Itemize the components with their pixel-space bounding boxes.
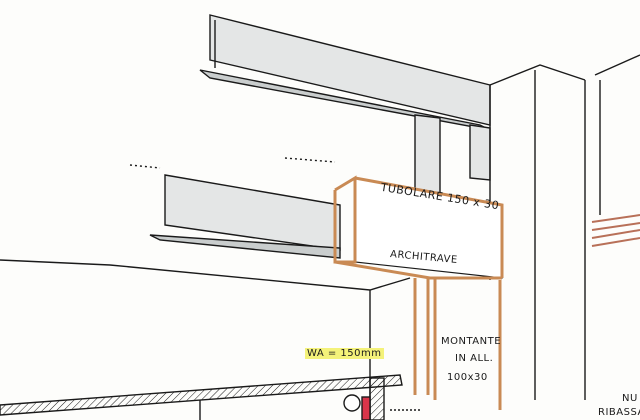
label-montante: MONTANTE bbox=[441, 336, 502, 347]
label-wa: WA = 150mm bbox=[305, 348, 384, 359]
lower-steel-beam bbox=[129, 157, 341, 259]
label-right-2: RIBASSAT bbox=[598, 407, 640, 418]
label-montante-size: 100x30 bbox=[447, 372, 488, 383]
label-montante-material: IN ALL. bbox=[455, 353, 494, 364]
right-detail bbox=[591, 214, 640, 247]
wall bbox=[489, 54, 640, 400]
montante-post bbox=[413, 278, 502, 410]
label-right-1: NU bbox=[622, 393, 638, 404]
tubolare-beam bbox=[333, 175, 504, 280]
hatched-section bbox=[0, 374, 420, 420]
steel-column bbox=[414, 114, 491, 206]
upper-steel-beam bbox=[199, 14, 491, 131]
